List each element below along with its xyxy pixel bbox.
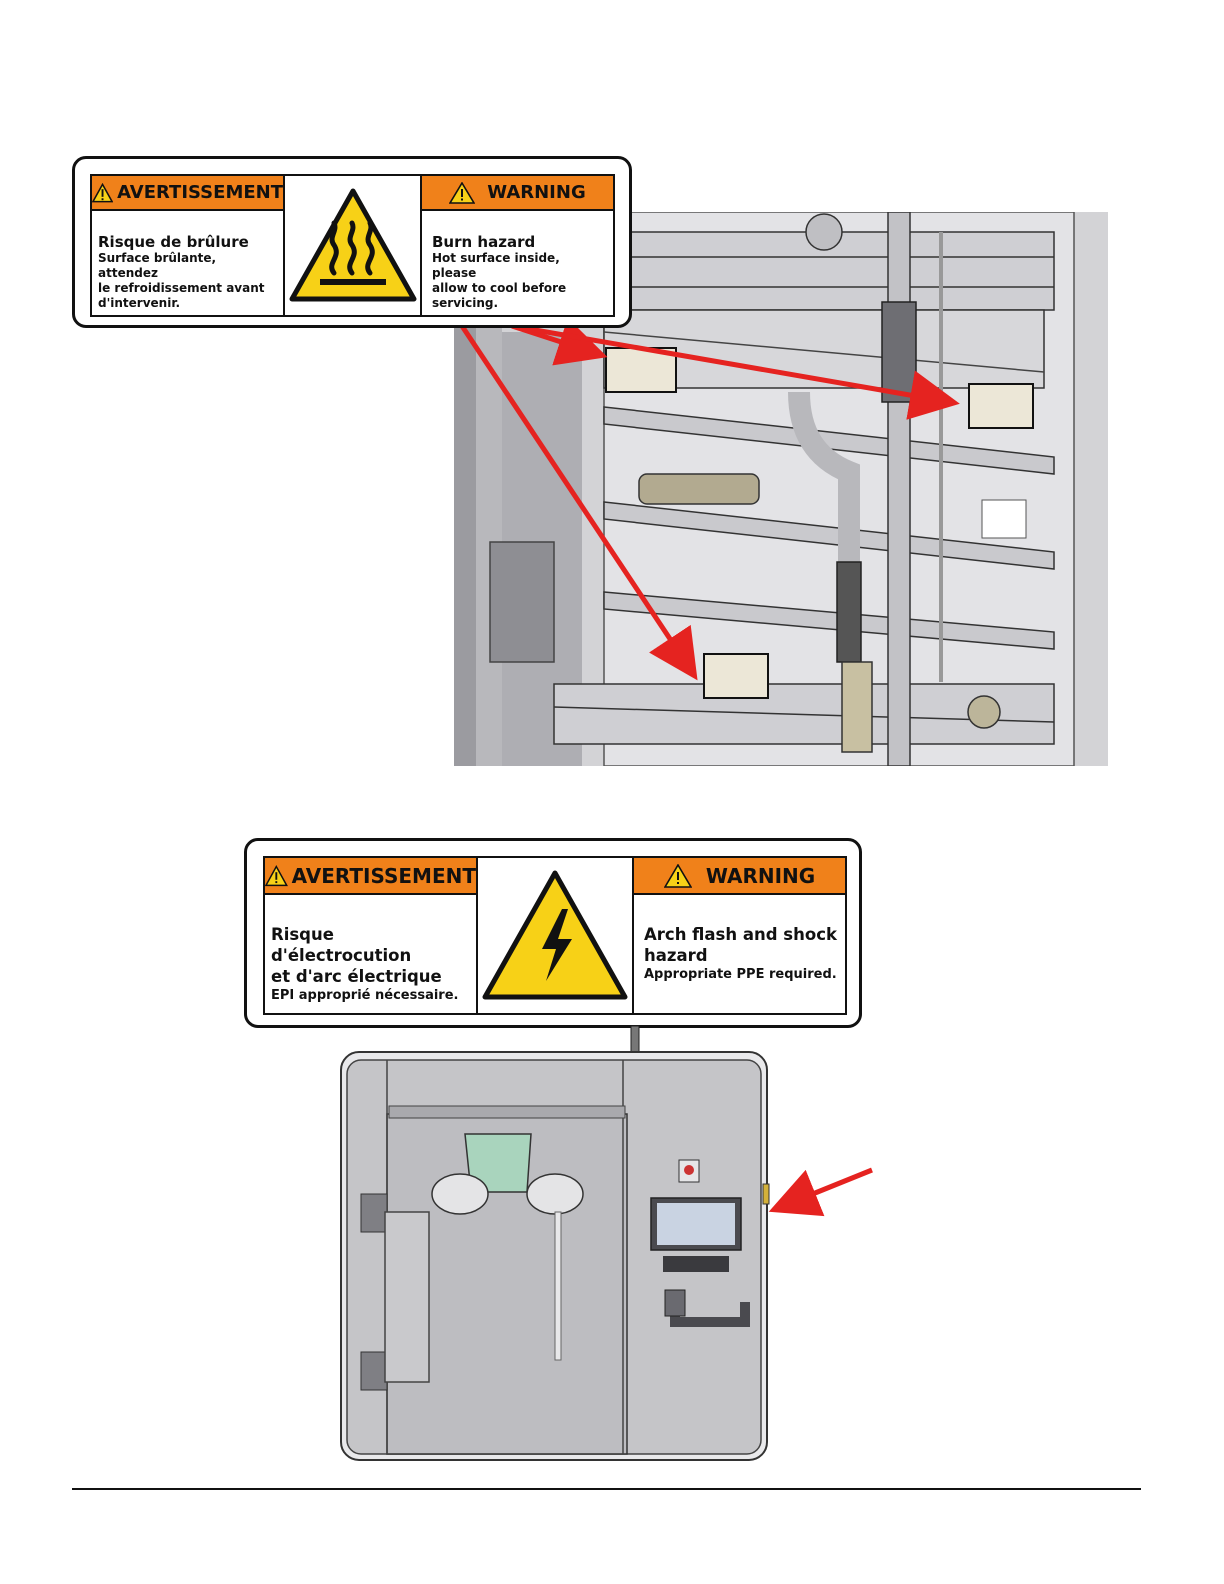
footer-divider bbox=[72, 1488, 1141, 1490]
english-column: WARNING Arch flash and shock hazard Appr… bbox=[632, 858, 845, 1013]
en-body-line: allow to cool before bbox=[432, 281, 567, 295]
fr-body-line: d'intervenir. bbox=[98, 296, 181, 310]
fr-signal-word: AVERTISSEMENT bbox=[265, 858, 476, 895]
fr-heading: Risque de brûlure bbox=[98, 233, 249, 251]
en-body-line: servicing. bbox=[432, 296, 499, 310]
fr-body-line: Surface brûlante, attendez bbox=[98, 251, 217, 280]
electric-shock-icon bbox=[482, 870, 628, 999]
en-signal-word: WARNING bbox=[634, 858, 845, 895]
en-heading: hazard bbox=[644, 946, 708, 965]
en-body-line: Appropriate PPE required. bbox=[644, 967, 837, 982]
fr-body-line: EPI approprié nécessaire. bbox=[271, 988, 459, 1003]
en-signal-word: WARNING bbox=[422, 176, 613, 211]
french-column: AVERTISSEMENT Risque d'électrocution et … bbox=[265, 858, 478, 1013]
warning-triangle-icon bbox=[449, 181, 476, 204]
interior-cabinet-figure bbox=[454, 212, 1108, 766]
en-heading: Burn hazard bbox=[432, 233, 536, 251]
machine-front-figure bbox=[340, 1025, 770, 1461]
fr-heading: et d'arc électrique bbox=[271, 967, 442, 986]
fr-heading: Risque d'électrocution bbox=[271, 925, 412, 965]
electrical-hazard-label: AVERTISSEMENT Risque d'électrocution et … bbox=[244, 838, 862, 1028]
warning-triangle-icon bbox=[663, 863, 692, 888]
burn-hazard-label: AVERTISSEMENT Risque de brûlure Surface … bbox=[72, 156, 632, 328]
fr-signal-word: AVERTISSEMENT bbox=[92, 176, 283, 211]
en-body-line: Hot surface inside, please bbox=[432, 251, 560, 280]
hot-surface-icon bbox=[289, 188, 416, 301]
arrow-to-heater-2 bbox=[511, 323, 960, 420]
french-column: AVERTISSEMENT Risque de brûlure Surface … bbox=[92, 176, 285, 315]
arrow-to-heater-3 bbox=[459, 324, 698, 681]
fr-body-line: le refroidissement avant bbox=[98, 281, 265, 295]
english-column: WARNING Burn hazard Hot surface inside, … bbox=[420, 176, 613, 315]
warning-triangle-icon bbox=[92, 182, 114, 202]
en-heading: Arch flash and shock bbox=[644, 925, 837, 944]
symbol-panel bbox=[478, 858, 632, 1013]
arrow-to-electrical-side bbox=[768, 1167, 873, 1217]
symbol-panel bbox=[285, 176, 420, 315]
warning-triangle-icon bbox=[265, 864, 288, 886]
